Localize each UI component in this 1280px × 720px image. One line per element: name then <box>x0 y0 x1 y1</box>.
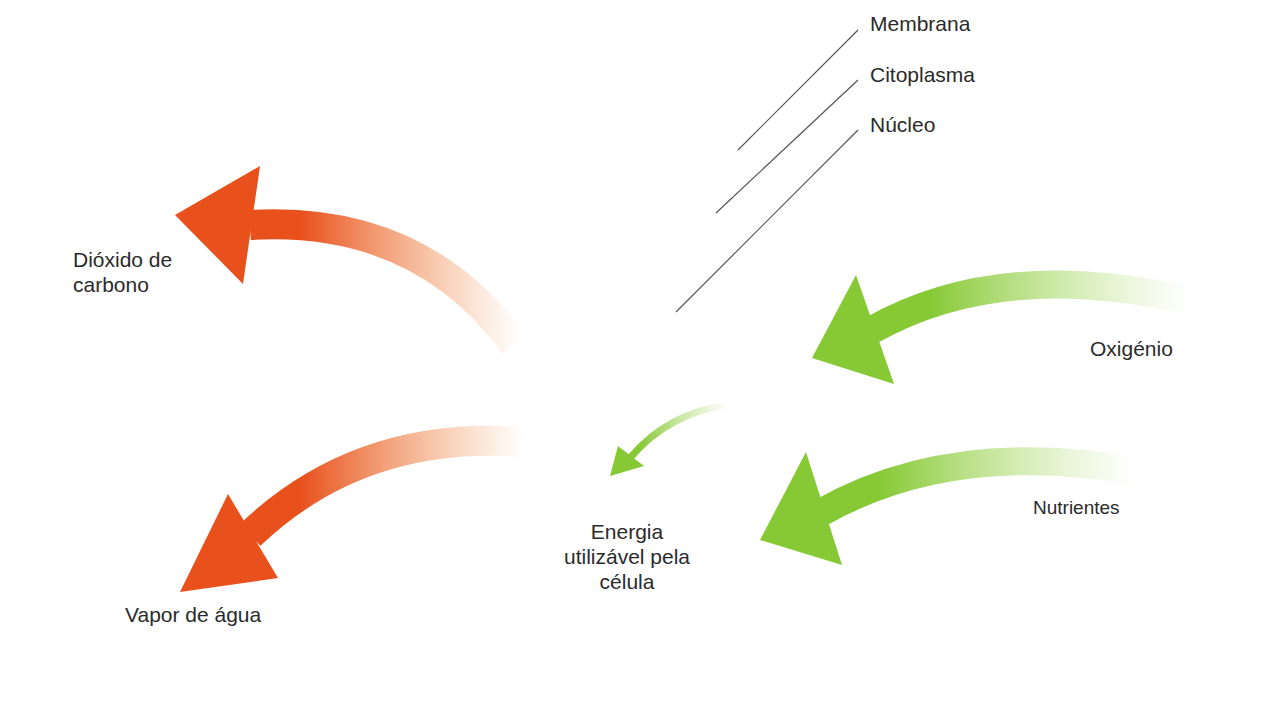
energy-arrow <box>610 405 728 476</box>
part-label: Citoplasma <box>870 63 975 88</box>
cell-body: Energia utilizável pela célula <box>330 140 920 710</box>
part-label: Núcleo <box>870 113 935 138</box>
part-label: Oxigénio <box>1090 337 1173 362</box>
cell-outline <box>330 140 920 710</box>
membrane-shadow <box>350 150 919 710</box>
oxygen-arrow <box>812 275 1185 384</box>
cell-membrane <box>348 147 909 703</box>
leader-line <box>676 130 858 312</box>
part-label: Vapor de água <box>125 603 261 628</box>
water-vapour-arrow <box>180 441 522 592</box>
part-label: Dióxido de carbono <box>73 248 201 298</box>
node-text: Energia utilizável pela célula <box>552 520 702 594</box>
nucleus <box>570 273 704 363</box>
carbon-dioxide-arrow <box>175 166 515 345</box>
nutrients-arrow <box>760 452 1130 565</box>
leader-line <box>738 30 858 150</box>
leader-line <box>716 80 858 213</box>
part-label: Nutrientes <box>1033 497 1120 519</box>
leader-lines <box>676 30 858 312</box>
part-label: Membrana <box>870 12 970 37</box>
